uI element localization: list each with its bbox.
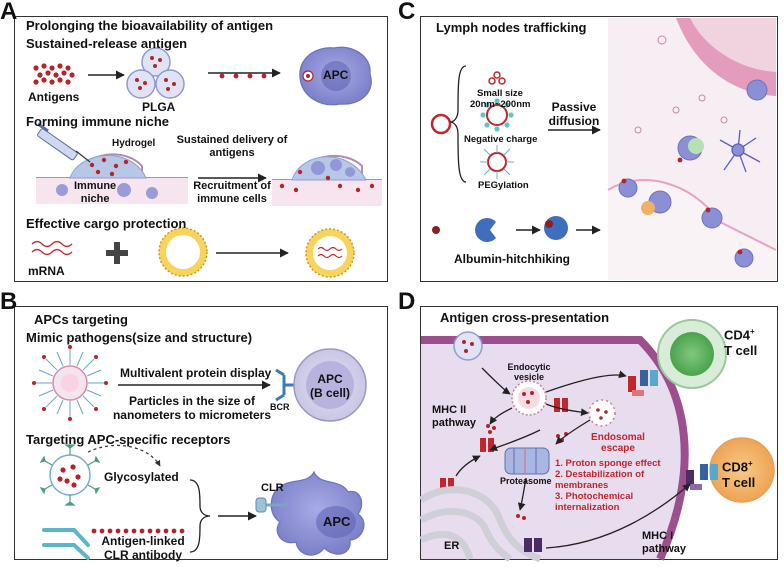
mhc1-tcr-complex-icon — [686, 464, 718, 490]
multivalent-label: Multivalent protein display — [120, 366, 272, 380]
panel-c — [420, 16, 778, 282]
lymph-node-scene — [607, 18, 777, 280]
plus-icon — [106, 242, 128, 264]
panel-letter-b: B — [0, 288, 18, 315]
hydrogel-label: Hydrogel — [112, 138, 156, 149]
antibody-antigen-chain-icon — [91, 528, 185, 534]
apc-cell-icon — [299, 46, 372, 106]
mechanism-item-3b: internalization — [555, 502, 620, 513]
loaded-nanoparticle-icon — [305, 228, 355, 278]
panel-a — [14, 16, 388, 282]
bcr-receptor-icon — [275, 368, 296, 402]
sustained-release-title: Sustained-release antigen — [26, 36, 188, 51]
glycosylated-particle-icon — [39, 444, 101, 506]
cd4-t-cell-label: CD4+T cell — [724, 327, 758, 359]
lipid-nanoparticle-icon — [158, 227, 208, 277]
nanoparticle-icon — [430, 113, 452, 135]
immune-niche-title: Forming immune niche — [26, 114, 170, 129]
panel-b-graphics — [32, 345, 367, 560]
er-label: ER — [444, 540, 460, 552]
hydrogel-niche-after-icon — [272, 154, 382, 206]
proteasome-icon — [504, 447, 550, 475]
plga-label: PLGA — [142, 100, 176, 114]
pegylation-label: PEGylation — [478, 180, 529, 191]
small-size-icon — [488, 71, 506, 85]
mhc1-er-molecule-icon — [524, 538, 542, 552]
glycosylated-label: Glycosylated — [104, 470, 179, 484]
albumin-hitchhiking-icon — [432, 216, 601, 243]
clr-label: CLR — [261, 482, 284, 494]
plga-particles-icon — [126, 47, 185, 99]
mhc2-tcr-complex-icon — [628, 370, 658, 396]
mechanism-item-2b: membranes — [555, 480, 609, 491]
antigens-label: Antigens — [28, 90, 80, 104]
mechanism-item-3: 3. Photochemical — [555, 491, 634, 502]
mechanism-item-2: 2. Destabilization of — [555, 469, 645, 480]
endosome-escape-icon — [588, 399, 616, 427]
mhc1-molecule-icon — [440, 478, 454, 492]
endocytic-vesicle-icon — [511, 380, 547, 416]
clr-receptor-icon — [255, 497, 288, 513]
panel-c-title: Lymph nodes trafficking — [436, 20, 587, 35]
dendritic-cell-icon — [719, 129, 761, 173]
targeting-receptors-title: Targeting APC-specific receptors — [26, 432, 231, 447]
panel-letter-c: C — [398, 0, 416, 25]
antigen-dots-icon — [33, 63, 75, 85]
pathogen-mimic-particle-icon — [32, 345, 108, 421]
negative-charge-label: Negative charge — [464, 134, 538, 145]
cd8-t-cell-label: CD8+T cell — [722, 459, 756, 491]
escape-mechanisms-list: 1. Proton sponge effect 2. Destabilizati… — [555, 458, 661, 513]
mrna-label: mRNA — [28, 264, 65, 278]
panel-letter-a: A — [0, 0, 18, 25]
albumin-hitchhiking-label: Albumin-hitchhiking — [454, 252, 570, 266]
nanoparticle-entering-icon — [453, 331, 483, 361]
panel-letter-d: D — [398, 288, 416, 315]
panel-b-title: APCs targeting — [34, 312, 128, 327]
panel-a-title: Prolonging the bioavailability of antige… — [26, 18, 274, 33]
negative-charge-icon — [480, 98, 514, 132]
b-cell-label: APC(B cell) — [309, 372, 350, 400]
panel-d-title: Antigen cross-presentation — [440, 310, 610, 325]
panel-d-graphics — [419, 319, 775, 563]
syringe-icon — [37, 122, 91, 163]
mimic-pathogens-title: Mimic pathogens(size and structure) — [26, 330, 253, 345]
mrna-icon — [31, 240, 73, 256]
mechanism-item-1: 1. Proton sponge effect — [555, 458, 661, 469]
apc-label: APC — [323, 68, 349, 82]
panel-c-graphics — [430, 18, 777, 280]
hydrogel-niche-icon — [36, 122, 188, 204]
er-icon — [419, 486, 542, 563]
apc-dendritic-icon — [270, 470, 365, 556]
apc-dendritic-label: APC — [323, 514, 351, 529]
clr-antibody-icon — [42, 528, 90, 560]
cargo-protection-title: Effective cargo protection — [26, 216, 187, 231]
panel-b — [14, 306, 388, 560]
bcr-label: BCR — [270, 402, 290, 412]
proteasome-label: Proteasome — [500, 476, 552, 486]
pegylation-icon — [480, 145, 514, 179]
mhc2-molecule-icon — [554, 398, 568, 412]
panel-a-graphics — [31, 46, 382, 278]
cd4-t-cell-icon — [670, 332, 714, 376]
panel-d — [420, 306, 778, 560]
b-cell-icon — [293, 348, 367, 422]
